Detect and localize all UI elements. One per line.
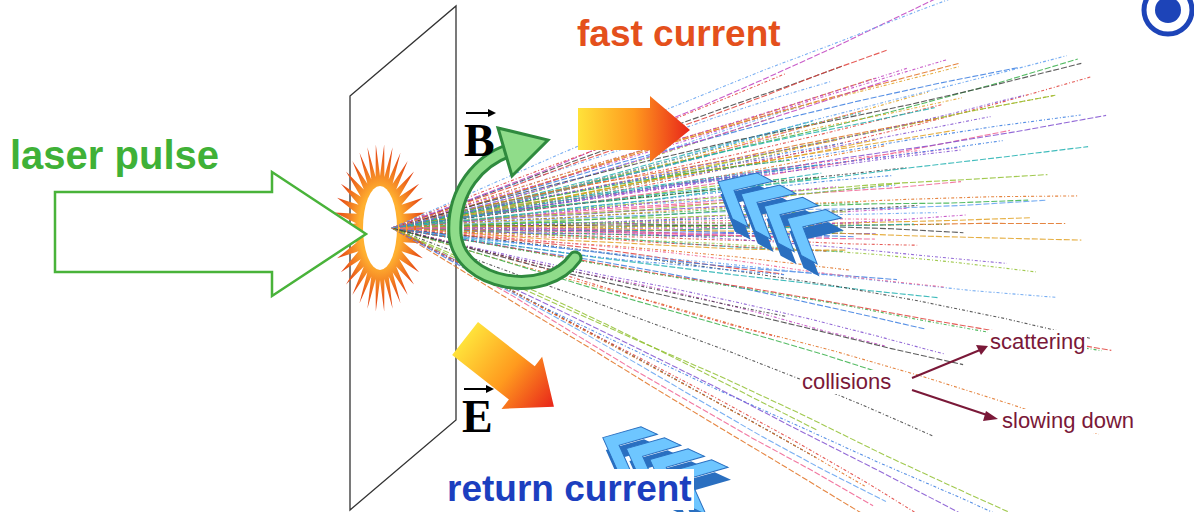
leader-arrow — [912, 345, 998, 421]
label: E — [460, 392, 495, 443]
electron-track — [392, 0, 992, 228]
label: laser pulse — [8, 133, 221, 177]
label: slowing down — [1000, 409, 1136, 433]
label: scattering — [988, 330, 1087, 354]
electron-track — [392, 228, 885, 346]
burst-core — [363, 186, 397, 270]
label: collisions — [800, 370, 893, 394]
electron-track — [392, 92, 928, 228]
electron-track — [392, 59, 1078, 228]
electron-tracks — [392, 0, 1111, 512]
chevron — [775, 195, 842, 263]
label: fast current — [575, 14, 783, 55]
electron-track — [392, 67, 959, 228]
electron-track — [392, 63, 1081, 228]
electron-track — [392, 59, 948, 228]
electron-track — [392, 95, 1055, 228]
electron-track — [392, 95, 1025, 228]
electron-track — [392, 228, 944, 287]
electron-track — [392, 63, 960, 228]
return-current-chevrons — [701, 159, 848, 277]
label: B — [462, 116, 497, 167]
electron-track — [392, 95, 1055, 228]
electron-track — [392, 228, 924, 329]
logo — [1144, 0, 1192, 34]
electron-track — [392, 98, 962, 228]
electron-track — [392, 228, 873, 506]
electron-track — [392, 228, 1057, 297]
electron-track — [392, 228, 1099, 434]
label: return current — [445, 469, 694, 510]
electron-track — [392, 228, 1007, 263]
electron-track — [392, 0, 984, 228]
electron-track — [392, 56, 1067, 228]
laser-arrow — [55, 172, 366, 296]
electron-track — [392, 215, 966, 228]
fast-current-arrow — [578, 96, 690, 162]
